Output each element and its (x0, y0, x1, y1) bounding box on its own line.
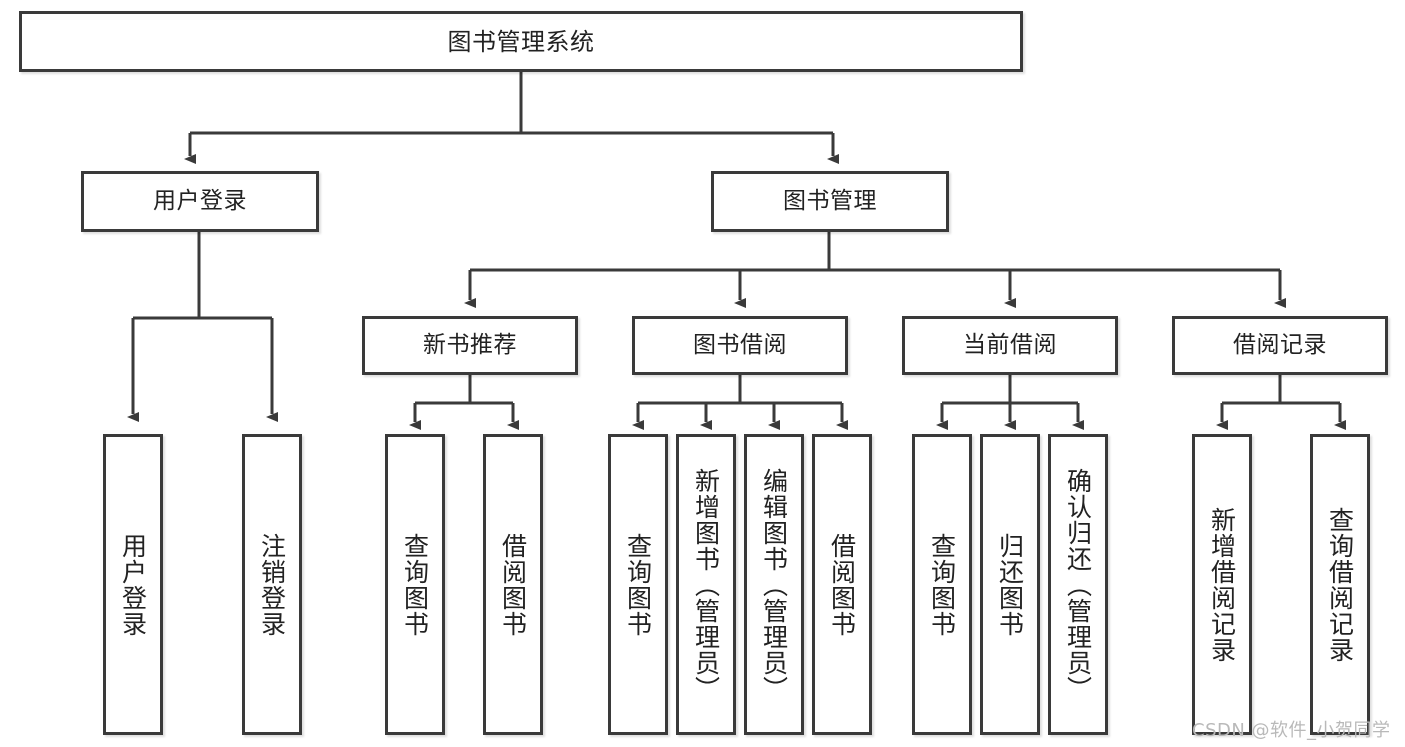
node-label: 编辑图书（管理员） (759, 467, 789, 702)
node-label: 新书推荐 (423, 332, 517, 359)
node-label: 借阅记录 (1233, 332, 1327, 359)
node-label: 新增图书（管理员） (691, 467, 721, 702)
node-label: 确认归还（管理员） (1063, 467, 1093, 702)
node-label: 新增借阅记录 (1207, 506, 1237, 663)
node-user-login[interactable]: 用户登录 (81, 171, 319, 232)
leaf-bb-add-book[interactable]: 新增图书（管理员） (676, 434, 736, 735)
leaf-cb-return-book[interactable]: 归还图书 (980, 434, 1040, 735)
leaf-br-add-record[interactable]: 新增借阅记录 (1192, 434, 1252, 735)
node-book-manage[interactable]: 图书管理 (711, 171, 949, 232)
node-label: 图书管理系统 (447, 27, 595, 56)
leaf-bb-query-book[interactable]: 查询图书 (608, 434, 668, 735)
node-label: 查询图书 (400, 532, 430, 637)
node-label: 归还图书 (995, 532, 1025, 637)
node-borrow-record[interactable]: 借阅记录 (1172, 316, 1388, 375)
leaf-cb-confirm-return[interactable]: 确认归还（管理员） (1048, 434, 1108, 735)
node-current-borrow[interactable]: 当前借阅 (902, 316, 1118, 375)
node-label: 注销登录 (257, 532, 287, 637)
node-book-borrow[interactable]: 图书借阅 (632, 316, 848, 375)
leaf-bb-borrow-book[interactable]: 借阅图书 (812, 434, 872, 735)
node-label: 用户登录 (118, 532, 148, 637)
node-label: 图书借阅 (693, 332, 787, 359)
leaf-cb-query-book[interactable]: 查询图书 (912, 434, 972, 735)
node-label: 当前借阅 (963, 332, 1057, 359)
leaf-br-query-record[interactable]: 查询借阅记录 (1310, 434, 1370, 735)
node-root-system[interactable]: 图书管理系统 (19, 11, 1023, 72)
leaf-nbr-query-book[interactable]: 查询图书 (385, 434, 445, 735)
node-new-book-recommend[interactable]: 新书推荐 (362, 316, 578, 375)
csdn-watermark: CSDN @软件_小贺同学 (1192, 720, 1391, 741)
leaf-nbr-borrow-book[interactable]: 借阅图书 (483, 434, 543, 735)
leaf-user-login[interactable]: 用户登录 (103, 434, 163, 735)
node-label: 用户登录 (153, 188, 247, 215)
node-label: 图书管理 (783, 188, 877, 215)
node-label: 借阅图书 (827, 532, 857, 637)
leaf-bb-edit-book[interactable]: 编辑图书（管理员） (744, 434, 804, 735)
leaf-logout[interactable]: 注销登录 (242, 434, 302, 735)
node-label: 查询借阅记录 (1325, 506, 1355, 663)
node-label: 借阅图书 (498, 532, 528, 637)
node-label: 查询图书 (623, 532, 653, 637)
node-label: 查询图书 (927, 532, 957, 637)
